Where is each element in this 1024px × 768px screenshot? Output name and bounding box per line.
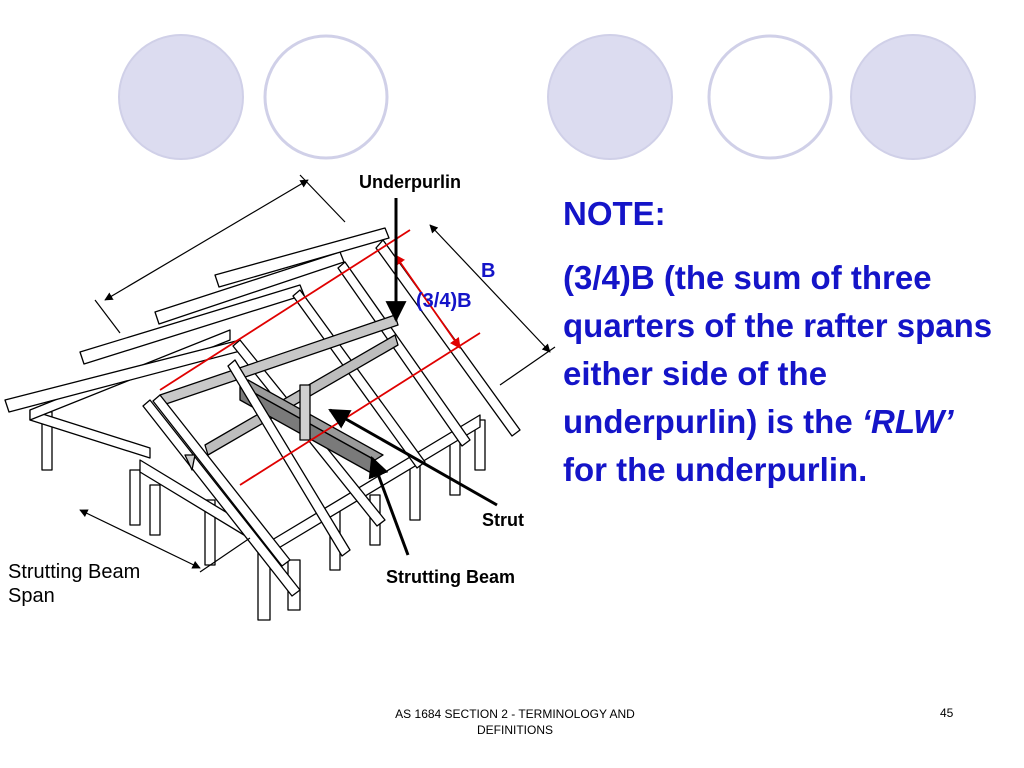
strutting-beam-label: Strutting Beam [386, 567, 516, 587]
circle-outline-2 [707, 34, 833, 160]
red-dimension-lines [159, 229, 481, 486]
underpurlin-label: Underpurlin [359, 172, 461, 192]
leader-arrows [328, 198, 498, 556]
strut-label: Strut [482, 510, 524, 530]
note-body-after: for the underpurlin. [563, 451, 868, 488]
three-quarter-b-label: (3/4)B [416, 290, 472, 312]
footer-line-2: DEFINITIONS [476, 723, 553, 737]
note-title: NOTE: [563, 195, 666, 232]
note-text-block: NOTE: (3/4)B (the sum of three quarters … [563, 190, 993, 494]
decorative-circles [118, 34, 976, 160]
circle-filled-2 [547, 34, 673, 160]
b-label: B [481, 260, 496, 282]
strutting-beam-span-line2: Span [8, 585, 55, 607]
dimension-lines [79, 174, 556, 573]
footer-title: AS 1684 SECTION 2 - TERMINOLOGY AND DEFI… [360, 706, 670, 738]
note-rlw-term: ‘RLW’ [861, 403, 954, 440]
circle-filled-3 [850, 34, 976, 160]
roof-framing-diagram [4, 174, 556, 621]
strutting-beam-span-label: Strutting Beam Span [8, 560, 140, 608]
circle-filled-1 [118, 34, 244, 160]
circle-outline-1 [263, 34, 389, 160]
strutting-beam-span-line1: Strutting Beam [8, 561, 141, 583]
footer-line-1: AS 1684 SECTION 2 - TERMINOLOGY AND [395, 707, 635, 721]
note-body-before: (3/4)B (the sum of three quarters of the… [563, 259, 993, 440]
page-number: 45 [940, 706, 954, 720]
